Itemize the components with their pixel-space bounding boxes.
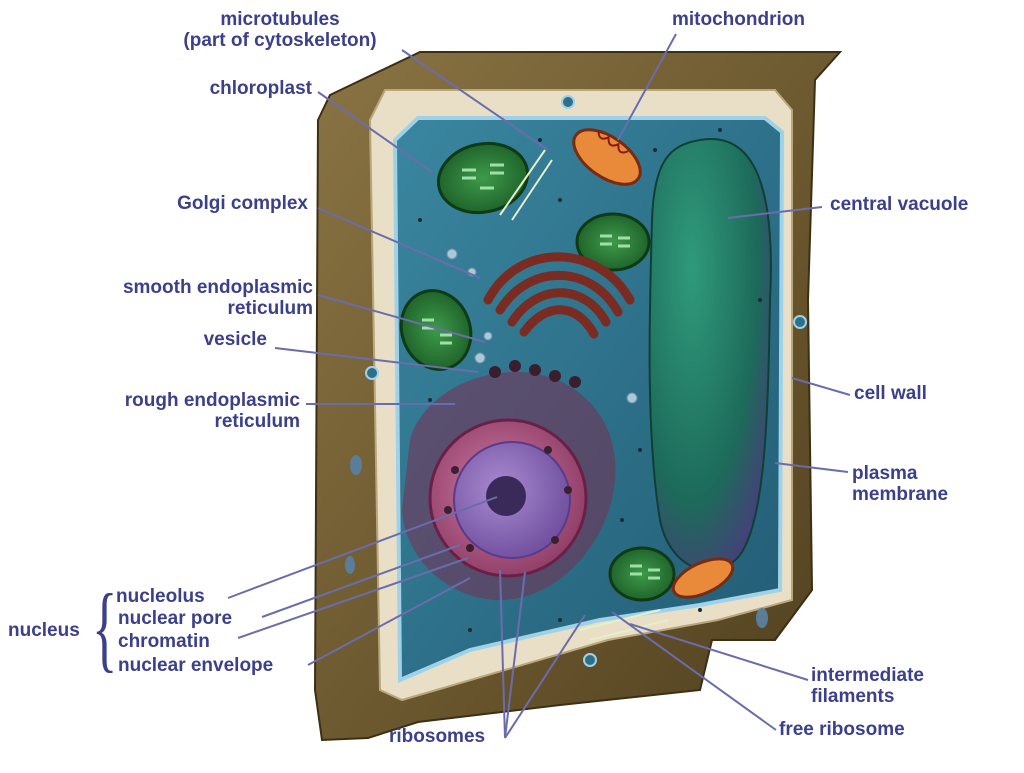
label-microtubules-line2: (part of cytoskeleton) [183,30,377,51]
leader-nuclear-envelope [307,577,471,666]
label-vesicle: vesicle [203,329,267,350]
label-intermediate-filaments: intermediate filaments [811,665,924,707]
nucleus-brace: { [92,574,118,681]
label-central-vacuole: central vacuole [830,194,969,215]
label-free-ribosome: free ribosome [779,719,905,740]
label-ribosomes: ribosomes [389,726,486,747]
leader-cell-wall [791,377,851,396]
label-rough-er: rough endoplasmic reticulum [60,390,300,432]
central-vacuole-shape [648,138,772,572]
leader-central-vacuole [727,206,823,219]
label-chloroplast: chloroplast [209,78,312,99]
label-nucleus: nucleus [8,620,80,641]
leader-microtubules [401,49,549,151]
label-rough-er-line1: rough endoplasmic [124,390,300,411]
label-plasma-membrane-line1: plasma [852,463,918,484]
chloroplast-shapes [399,141,676,602]
label-smooth-er-line1: smooth endoplasmic [122,277,313,298]
label-golgi-complex: Golgi complex [177,193,308,214]
leader-intermediate-filaments [629,623,809,681]
leader-smooth-er [317,294,486,343]
nucleolus-shape [486,476,526,516]
leader-golgi [317,207,481,279]
leader-chromatin [237,557,469,639]
golgi-complex-shape [483,252,635,339]
label-intermediate-filaments-line1: intermediate [811,665,924,686]
label-smooth-er: smooth endoplasmic reticulum [60,277,313,319]
label-nuclear-envelope: nuclear envelope [118,655,274,676]
mitochondrion-shapes [572,128,735,599]
leader-nucleolus [227,496,498,599]
leader-plasma-membrane [774,462,849,473]
leader-chloroplast [317,91,433,173]
label-plasma-membrane-line2: membrane [852,484,949,505]
leader-mitochondrion [617,33,677,141]
leader-ribosomes-b [504,571,526,739]
label-microtubules: microtubules (part of cytoskeleton) [162,9,398,51]
label-plasma-membrane: plasma membrane [852,463,948,505]
label-mitochondrion: mitochondrion [672,9,805,30]
leader-free-ribosome [611,611,777,731]
label-cell-wall: cell wall [854,383,927,404]
label-nuclear-pore: nuclear pore [118,608,233,629]
label-rough-er-line2: reticulum [214,411,300,432]
leader-ribosomes-c [504,614,586,739]
label-chromatin: chromatin [118,631,210,652]
leader-ribosomes-a [499,569,506,739]
leader-lines [227,33,851,739]
label-intermediate-filaments-line2: filaments [811,686,895,707]
label-smooth-er-line2: reticulum [227,298,313,319]
label-microtubules-line1: microtubules [220,9,340,30]
leader-vesicle [274,347,479,373]
leader-nuclear-pore [261,544,461,618]
label-nucleolus: nucleolus [116,586,205,607]
